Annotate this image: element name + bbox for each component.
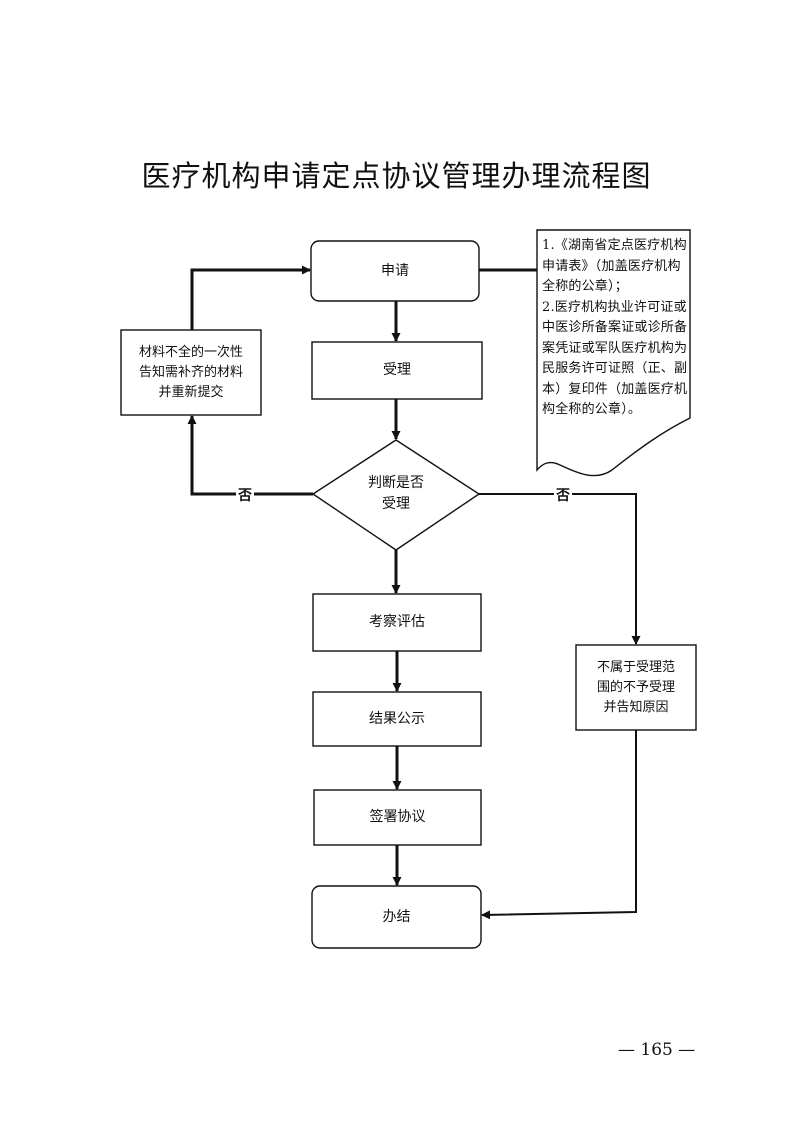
incomplete-line3: 并重新提交: [158, 384, 224, 400]
publicize-label: 结果公示: [369, 710, 425, 727]
arrow-decision-to-out-of-scope: [479, 493, 641, 645]
incomplete-line1: 材料不全的一次性: [138, 344, 243, 360]
out-of-scope-line2: 围的不予受理: [596, 679, 675, 695]
edge-label-left-no: 否: [236, 485, 254, 505]
decision-label: 判断是否 受理: [340, 472, 452, 516]
apply-label: 申请: [381, 262, 409, 279]
decision-label-line2: 受理: [382, 496, 410, 512]
out-of-scope-label: 不属于受理范 围的不予受理 并告知原因: [576, 645, 696, 730]
complete-box: [311, 885, 482, 949]
page-number: — 165 —: [618, 1040, 696, 1060]
requirements-note: 1.《湖南省定点医疗机构申请表》（加盖医疗机构全称的公章）； 2.医疗机构执业许…: [542, 236, 692, 421]
sign-box: [313, 789, 482, 846]
evaluate-label: 考察评估: [369, 614, 425, 630]
out-of-scope-line3: 并告知原因: [603, 699, 669, 715]
arrow-decision-to-incomplete: [187, 415, 313, 496]
note-item-1: 1.《湖南省定点医疗机构申请表》（加盖医疗机构全称的公章）；: [542, 238, 687, 294]
publicize-box: [312, 691, 482, 747]
note-item-2: 2.医疗机构执业许可证或中医诊所备案证或诊所备案凭证或军队医疗机构为民服务许可证…: [542, 299, 688, 418]
incomplete-line2: 告知需补齐的材料: [138, 364, 243, 380]
accept-label: 受理: [383, 362, 411, 378]
sign-label: 签署协议: [369, 809, 426, 825]
page-title: 医疗机构申请定点协议管理办理流程图: [141, 159, 652, 193]
decision-label-line1: 判断是否: [368, 475, 424, 491]
incomplete-label: 材料不全的一次性 告知需补齐的材料 并重新提交: [121, 330, 261, 415]
out-of-scope-box: [575, 644, 697, 731]
incomplete-box: [120, 329, 262, 416]
out-of-scope-line1: 不属于受理范: [596, 659, 675, 675]
arrow-out-of-scope-to-complete: [481, 730, 637, 920]
arrow-incomplete-to-apply: [190, 265, 311, 330]
edge-label-right-no: 否: [554, 485, 572, 505]
complete-label: 办结: [382, 908, 411, 925]
requirements-note-shape: [536, 229, 691, 477]
